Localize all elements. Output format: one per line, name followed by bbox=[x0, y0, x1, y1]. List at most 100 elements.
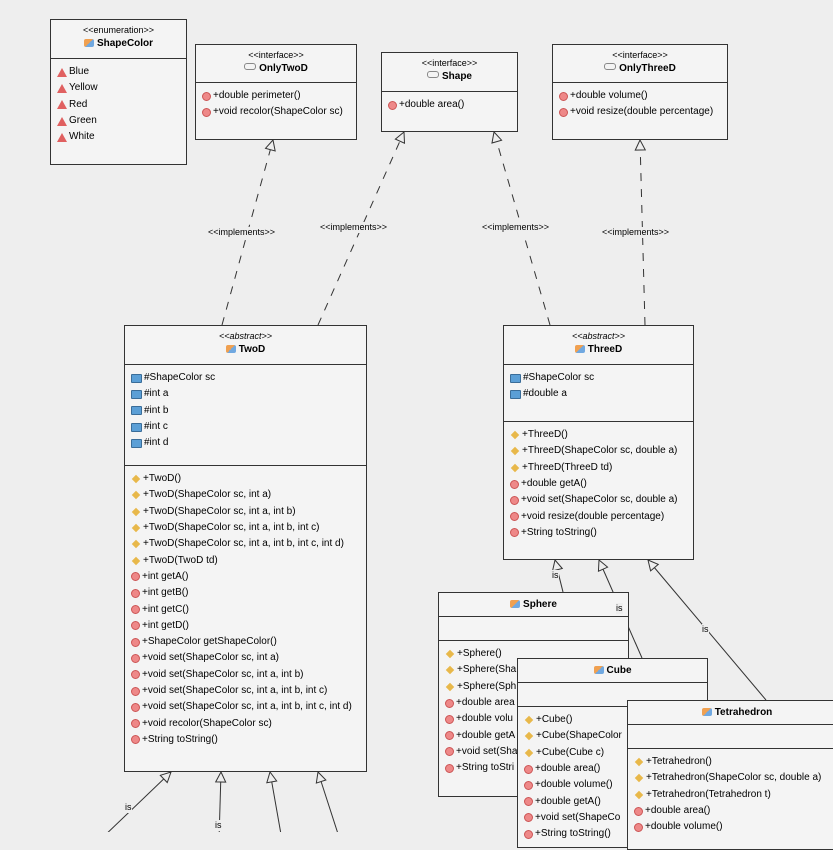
method-row[interactable]: +int getC() bbox=[131, 601, 366, 617]
constructor-row[interactable]: +TwoD(TwoD td) bbox=[131, 552, 366, 568]
method-icon bbox=[524, 764, 533, 774]
class-icon bbox=[574, 345, 585, 353]
implements-shape-twod bbox=[317, 132, 404, 326]
method-icon bbox=[131, 572, 140, 582]
class-tetrahedron[interactable]: Tetrahedron +Tetrahedron() +Tetrahedron(Sh… bbox=[627, 700, 833, 850]
class-threed[interactable]: <<abstract>>ThreeD#ShapeColor sc#double … bbox=[503, 325, 694, 560]
method-icon bbox=[131, 686, 140, 696]
attribute-row[interactable]: Green bbox=[57, 113, 186, 129]
constructor-row[interactable]: +Tetrahedron(ShapeColor sc, double a) bbox=[634, 770, 833, 786]
constructor-row[interactable]: +Cube(ShapeColor bbox=[524, 728, 707, 744]
method-icon bbox=[510, 528, 519, 538]
method-row[interactable]: +void set(ShapeCo bbox=[524, 810, 707, 826]
method-row[interactable]: +void recolor(ShapeColor sc) bbox=[202, 104, 356, 120]
attribute-row[interactable]: #int a bbox=[131, 386, 366, 402]
attribute-text: #int c bbox=[144, 421, 168, 433]
attribute-row[interactable]: White bbox=[57, 129, 186, 145]
class-name: ShapeColor bbox=[51, 37, 186, 51]
constructor-row[interactable]: +TwoD(ShapeColor sc, int a, int b) bbox=[131, 504, 366, 520]
method-row[interactable]: +void resize(double percentage) bbox=[510, 508, 693, 524]
method-row[interactable]: +int getB() bbox=[131, 585, 366, 601]
class-name-text: Shape bbox=[441, 71, 472, 82]
constructor-row[interactable]: +TwoD() bbox=[131, 471, 366, 487]
method-text: +double area() bbox=[535, 763, 601, 775]
class-name-text: OnlyThreeD bbox=[619, 63, 676, 74]
constructor-row[interactable]: +ThreeD(ThreeD td) bbox=[510, 460, 693, 476]
constructor-text: +Sphere(Sph bbox=[457, 680, 517, 692]
class-shape[interactable]: <<interface>>Shape+double area() bbox=[381, 52, 518, 132]
attribute-row[interactable]: Blue bbox=[57, 64, 186, 80]
constructor-row[interactable]: +TwoD(ShapeColor sc, int a, int b, int c… bbox=[131, 536, 366, 552]
method-text: +void recolor(ShapeColor sc) bbox=[213, 106, 343, 118]
class-onlytwod[interactable]: <<interface>>OnlyTwoD+double perimeter()… bbox=[195, 44, 357, 140]
class-name: Tetrahedron bbox=[628, 706, 833, 720]
method-row[interactable]: +void set(ShapeColor sc, int a) bbox=[131, 650, 366, 666]
method-row[interactable]: +void set(ShapeColor sc, int a, int b) bbox=[131, 667, 366, 683]
attribute-text: #int d bbox=[144, 437, 169, 449]
method-row[interactable]: +String toString() bbox=[131, 732, 366, 748]
attribute-text: #double a bbox=[523, 388, 567, 400]
method-text: +double volume() bbox=[535, 779, 613, 791]
method-icon bbox=[634, 806, 643, 816]
method-row[interactable]: +double volume() bbox=[559, 88, 727, 104]
field-icon bbox=[510, 373, 521, 383]
class-twod[interactable]: <<abstract>>TwoD#ShapeColor sc#int a#int… bbox=[124, 325, 367, 772]
method-icon bbox=[131, 702, 140, 712]
method-row[interactable]: +double getA() bbox=[510, 476, 693, 492]
method-row[interactable]: +String toStri bbox=[445, 760, 628, 776]
method-icon bbox=[445, 698, 454, 708]
constructor-row[interactable]: +TwoD(ShapeColor sc, int a, int b, int c… bbox=[131, 520, 366, 536]
method-row[interactable]: +double area() bbox=[388, 97, 517, 113]
class-header: Tetrahedron bbox=[628, 701, 833, 725]
method-row[interactable]: +double area bbox=[445, 695, 628, 711]
attribute-row[interactable]: #double a bbox=[510, 386, 693, 402]
attribute-text: #ShapeColor sc bbox=[523, 372, 595, 384]
method-row[interactable]: +void set(ShapeColor sc, double a) bbox=[510, 492, 693, 508]
attribute-row[interactable]: Red bbox=[57, 97, 186, 113]
constructor-row[interactable]: +TwoD(ShapeColor sc, int a) bbox=[131, 487, 366, 503]
method-row[interactable]: +void set(ShapeColor sc, int a, int b, i… bbox=[131, 683, 366, 699]
method-text: +int getB() bbox=[142, 587, 189, 599]
method-row[interactable]: +double area() bbox=[524, 761, 707, 777]
method-row[interactable]: +void resize(double percentage) bbox=[559, 104, 727, 120]
constructor-row[interactable]: +Cube() bbox=[524, 712, 707, 728]
method-row[interactable]: +double volume() bbox=[524, 777, 707, 793]
method-row[interactable]: +double area() bbox=[634, 803, 833, 819]
attribute-row[interactable]: Yellow bbox=[57, 80, 186, 96]
method-row[interactable]: +double volu bbox=[445, 711, 628, 727]
constructor-row[interactable]: +ThreeD(ShapeColor sc, double a) bbox=[510, 443, 693, 459]
class-onlythreed[interactable]: <<interface>>OnlyThreeD+double volume()+… bbox=[552, 44, 728, 140]
method-row[interactable]: +double volume() bbox=[634, 819, 833, 835]
method-row[interactable]: +double getA() bbox=[524, 793, 707, 809]
constructor-row[interactable]: +Sphere(Sph bbox=[445, 679, 628, 695]
constructor-row[interactable]: +Cube(Cube c) bbox=[524, 745, 707, 761]
method-row[interactable]: +void set(Sha bbox=[445, 744, 628, 760]
attribute-row[interactable]: #int c bbox=[131, 419, 366, 435]
method-row[interactable]: +void recolor(ShapeColor sc) bbox=[131, 715, 366, 731]
stereotype-label: <<abstract>> bbox=[571, 331, 626, 341]
constructor-row[interactable]: +ThreeD() bbox=[510, 427, 693, 443]
method-row[interactable]: +String toString() bbox=[510, 525, 693, 541]
constructor-row[interactable]: +Tetrahedron(Tetrahedron t) bbox=[634, 787, 833, 803]
implements-label: <<implements>> bbox=[602, 227, 670, 238]
method-row[interactable]: +ShapeColor getShapeColor() bbox=[131, 634, 366, 650]
constructor-icon bbox=[510, 447, 520, 456]
method-row[interactable]: +int getD() bbox=[131, 618, 366, 634]
constructor-row[interactable]: +Sphere(Sha bbox=[445, 662, 628, 678]
attribute-row[interactable]: #ShapeColor sc bbox=[510, 370, 693, 386]
constructor-row[interactable]: +Sphere() bbox=[445, 646, 628, 662]
constructor-text: +Tetrahedron(ShapeColor sc, double a) bbox=[646, 772, 822, 784]
constructor-text: +TwoD(ShapeColor sc, int a) bbox=[143, 489, 272, 501]
constructor-icon bbox=[131, 540, 141, 549]
method-row[interactable]: +void set(ShapeColor sc, int a, int b, i… bbox=[131, 699, 366, 715]
method-row[interactable]: +int getA() bbox=[131, 569, 366, 585]
attribute-row[interactable]: #int d bbox=[131, 435, 366, 451]
method-row[interactable]: +double perimeter() bbox=[202, 88, 356, 104]
attribute-row[interactable]: #ShapeColor sc bbox=[131, 370, 366, 386]
constructor-row[interactable]: +Tetrahedron() bbox=[634, 754, 833, 770]
method-text: +void recolor(ShapeColor sc) bbox=[142, 717, 272, 729]
method-row[interactable]: +double getA bbox=[445, 727, 628, 743]
attribute-row[interactable]: #int b bbox=[131, 403, 366, 419]
